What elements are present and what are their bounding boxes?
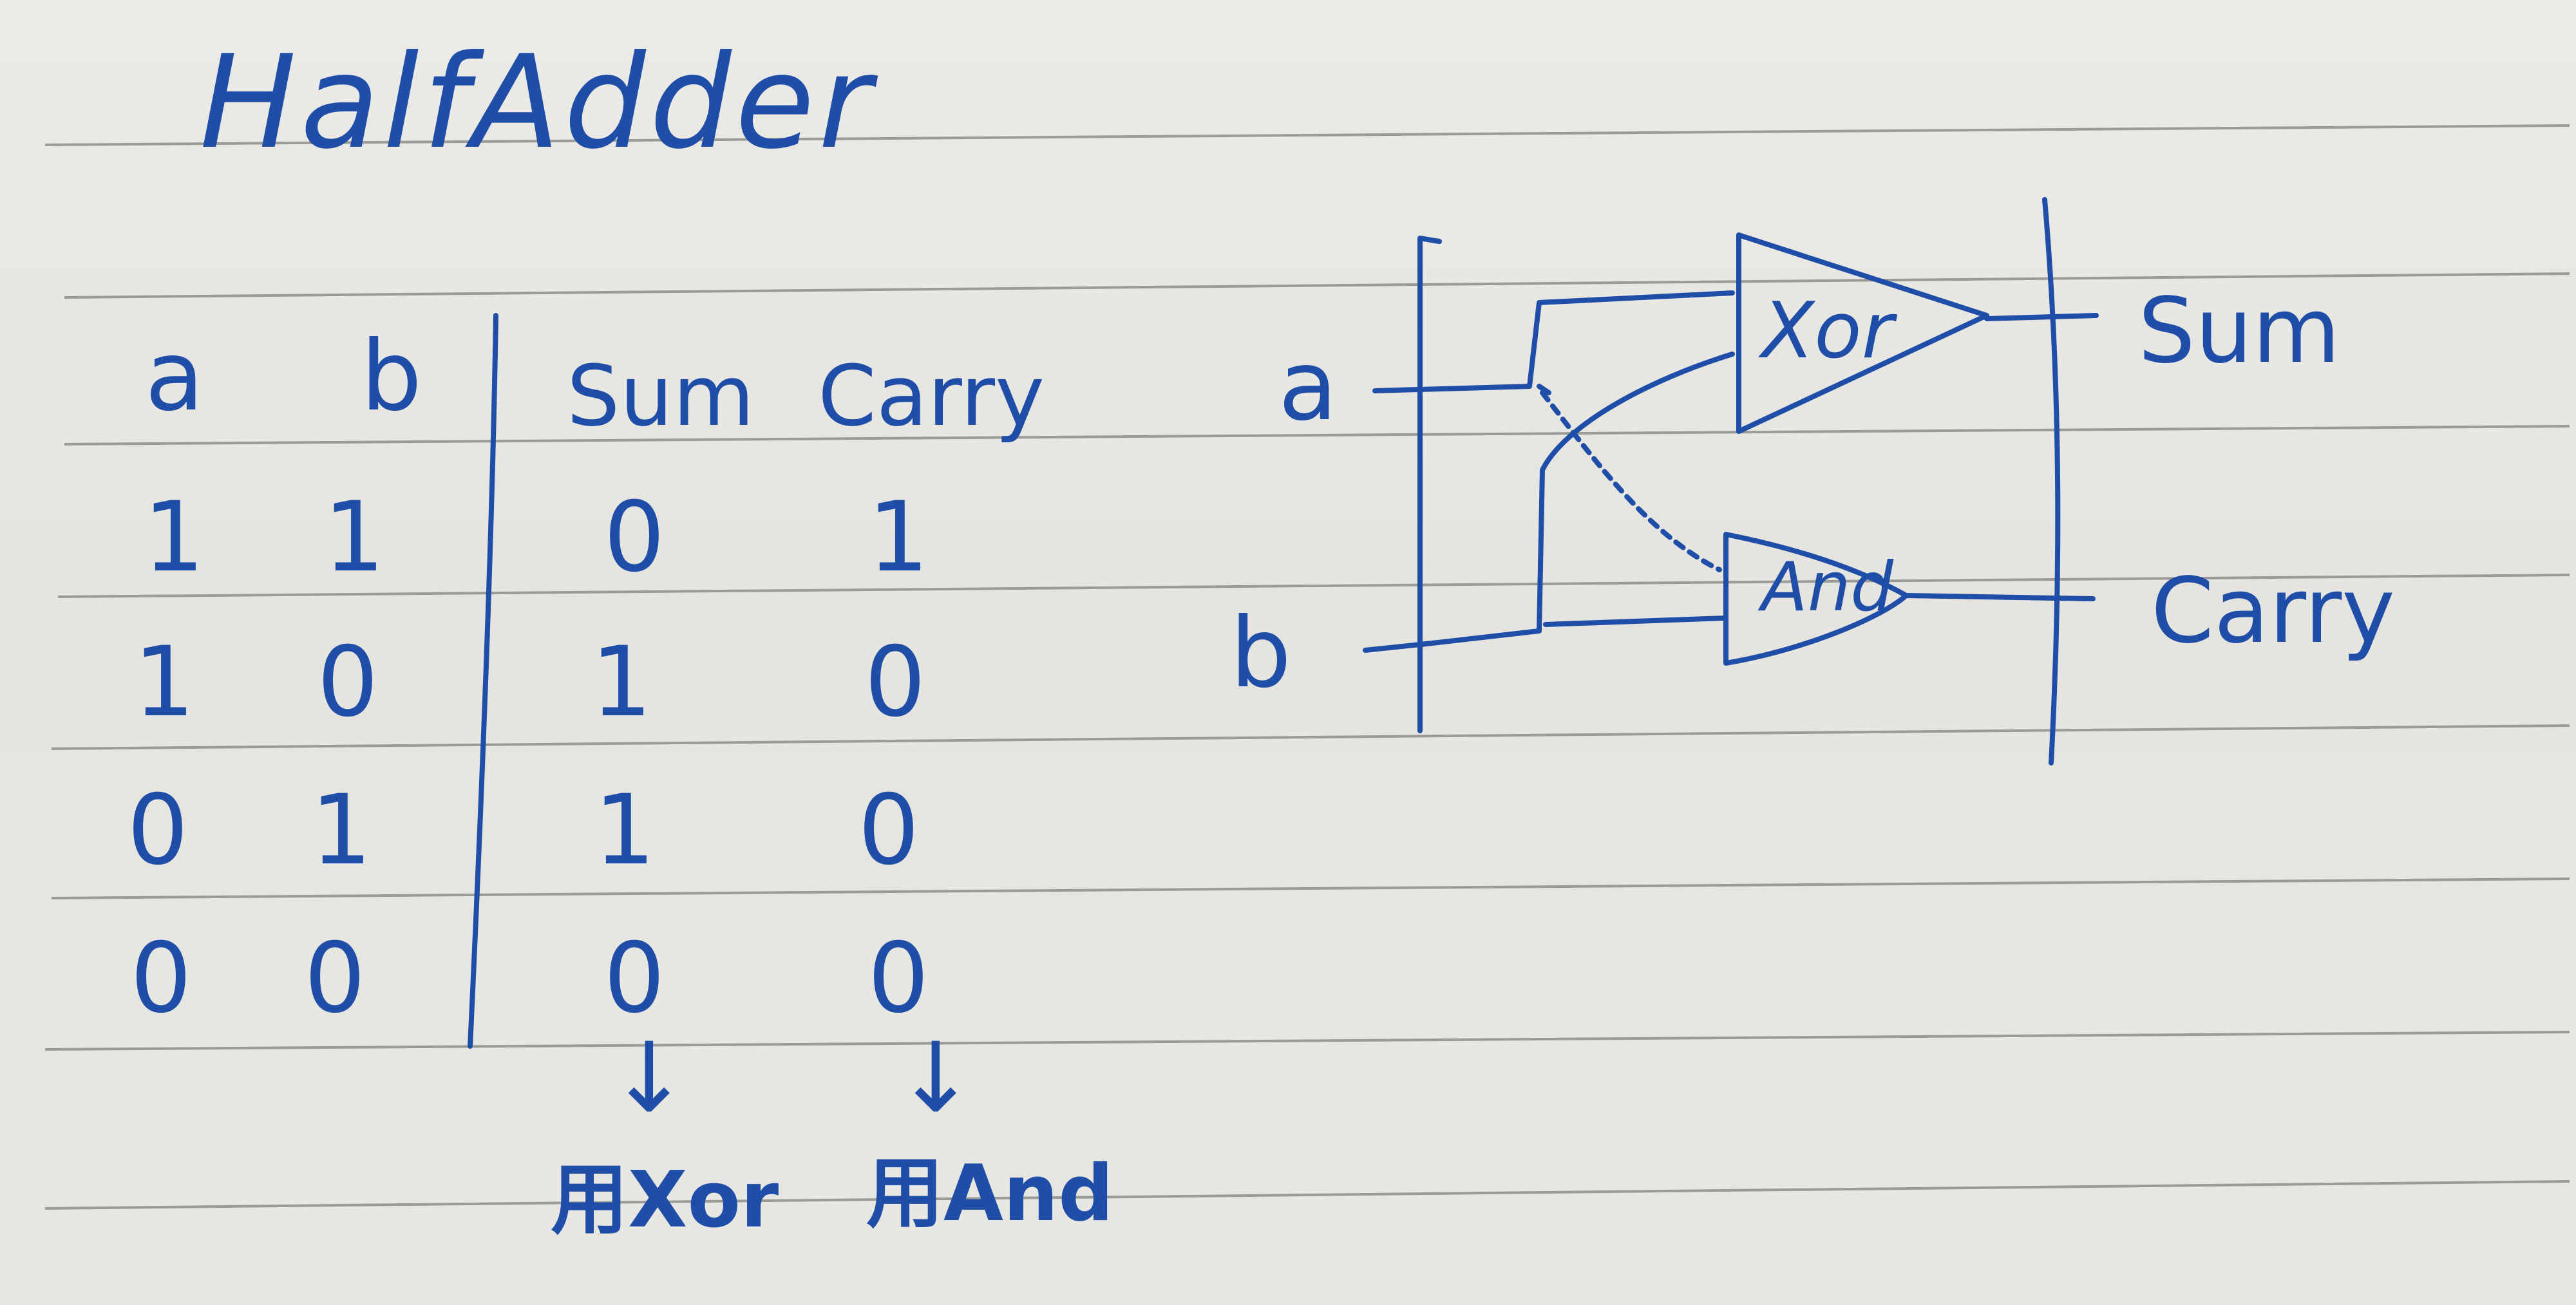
xor-gate-label: Xor xyxy=(1761,286,1893,376)
and-gate-label: And xyxy=(1761,548,1894,626)
wire-xor-to-sum xyxy=(1984,313,2099,321)
carry-note: 用And xyxy=(866,1149,1114,1239)
carry-arrow-icon: ↓ xyxy=(895,1022,976,1134)
cell-b: 1 xyxy=(323,482,385,594)
right-bracket xyxy=(2042,197,2061,765)
cell-sum: 0 xyxy=(603,482,665,594)
cell-a: 1 xyxy=(133,626,195,738)
xor-gate-shape xyxy=(1736,232,1989,434)
cell-a: 1 xyxy=(143,482,205,594)
output-sum-label: Sum xyxy=(2138,279,2340,384)
header-a: a xyxy=(145,321,204,433)
cell-b: 1 xyxy=(310,775,372,887)
wire-a-to-xor xyxy=(1372,290,1735,393)
cell-sum: 0 xyxy=(603,923,665,1035)
sum-arrow-icon: ↓ xyxy=(609,1022,690,1134)
cell-carry: 0 xyxy=(858,775,920,887)
wire-a-to-and xyxy=(1540,390,1722,572)
cell-carry: 0 xyxy=(864,626,926,738)
output-carry-label: Carry xyxy=(2151,559,2396,664)
wire-a-junction xyxy=(1537,384,1551,395)
header-b: b xyxy=(361,321,422,433)
cell-b: 0 xyxy=(317,626,379,738)
page-title: HalfAdder xyxy=(200,28,875,178)
cell-carry: 0 xyxy=(867,923,929,1035)
cell-carry: 1 xyxy=(867,482,929,594)
cell-sum: 1 xyxy=(591,626,652,738)
input-a-label: a xyxy=(1278,330,1338,442)
input-b-label: b xyxy=(1230,597,1292,709)
wire-and-to-carry xyxy=(1904,593,2096,601)
cell-a: 0 xyxy=(130,923,192,1035)
cell-sum: 1 xyxy=(594,775,656,887)
sum-note: 用Xor xyxy=(551,1156,779,1245)
left-bracket xyxy=(1417,236,1442,733)
cell-a: 0 xyxy=(127,775,189,887)
cell-b: 0 xyxy=(304,923,366,1035)
header-sum: Sum xyxy=(567,347,755,445)
wire-b-to-and xyxy=(1543,615,1728,627)
wire-b-to-xor xyxy=(1363,352,1735,653)
header-carry: Carry xyxy=(818,347,1045,445)
